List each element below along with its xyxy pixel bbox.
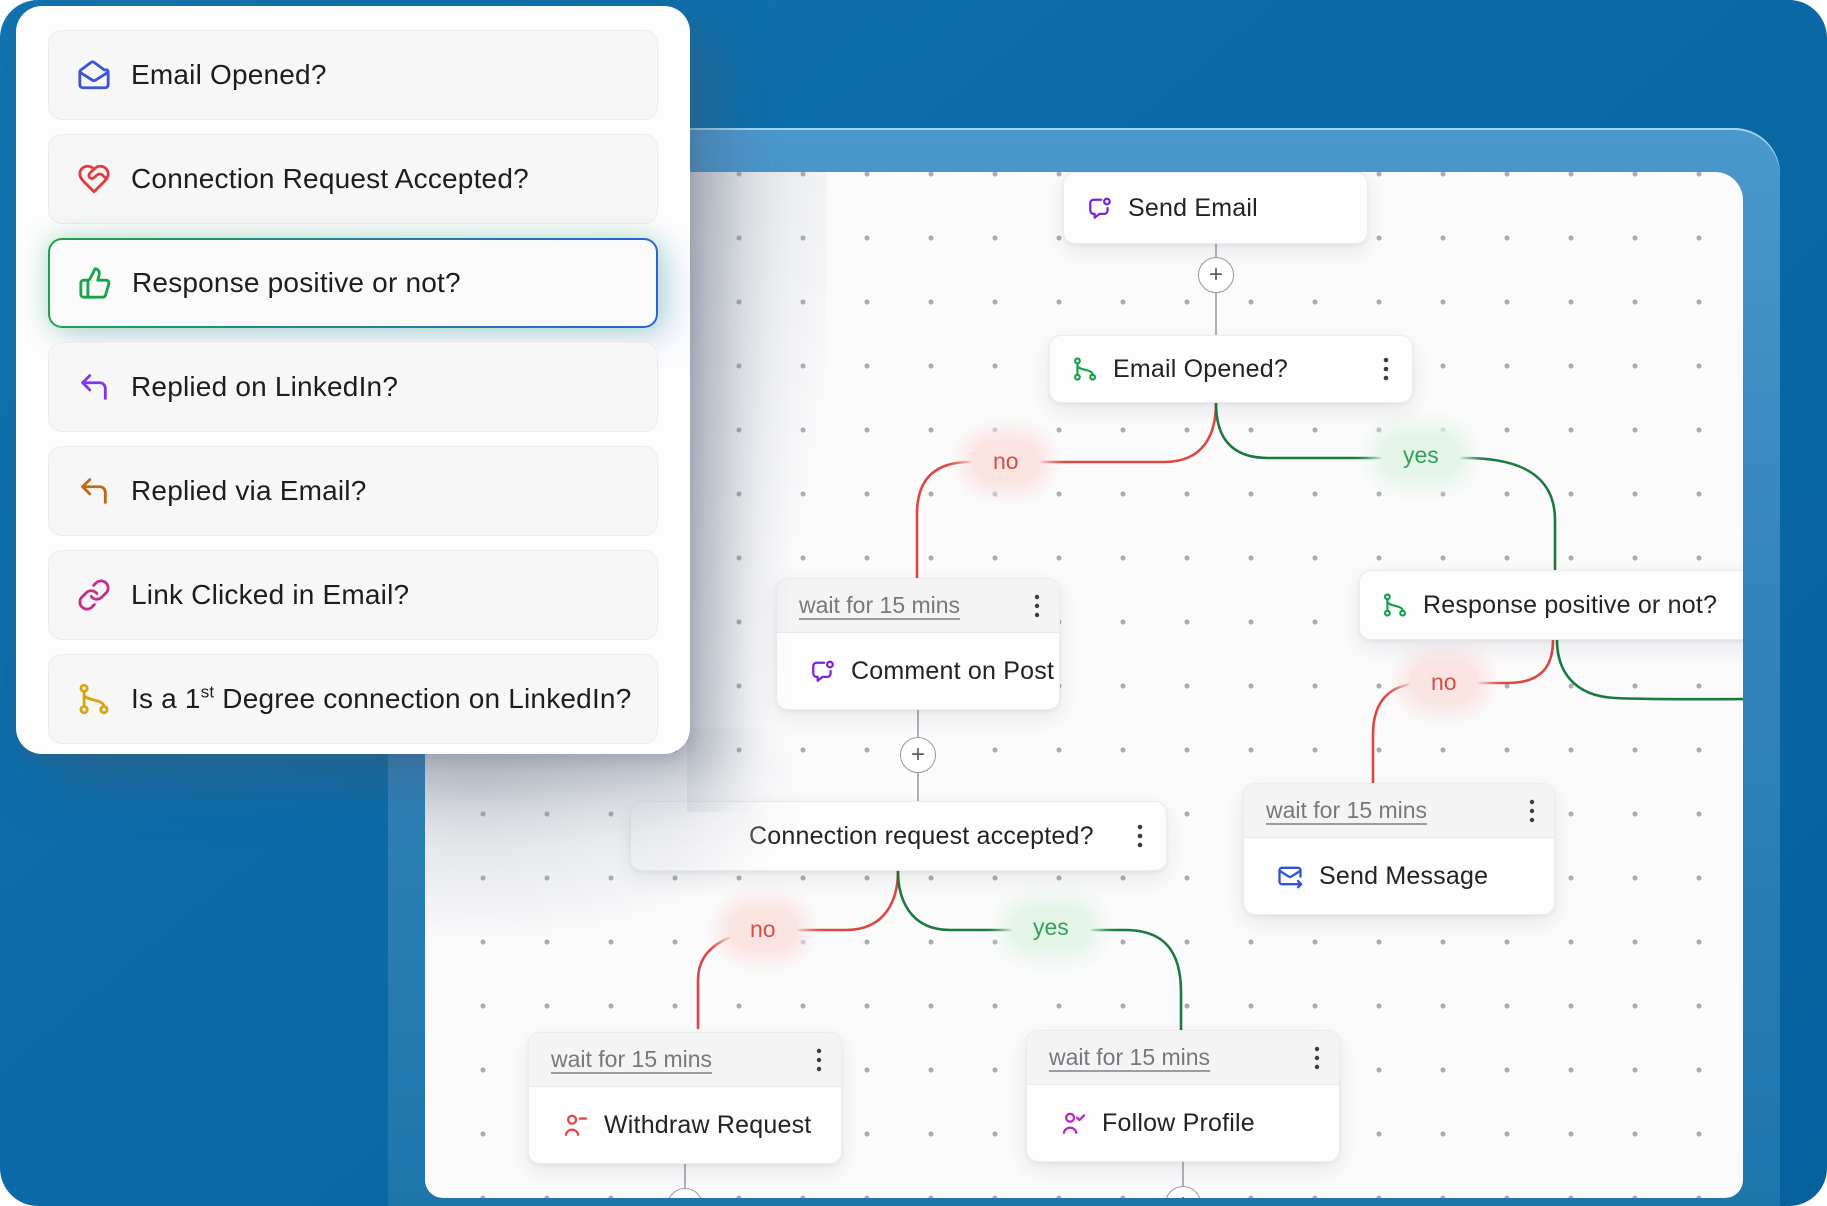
node-send-email[interactable]: Send Email <box>1063 172 1368 244</box>
panel-shadow-overlay <box>631 802 771 870</box>
condition-picker-panel: Email Opened? Connection Request Accepte… <box>16 6 690 754</box>
wait-header: wait for 15 mins <box>777 579 1059 633</box>
wait-header: wait for 15 mins <box>529 1033 841 1087</box>
kebab-menu-icon[interactable] <box>1382 355 1390 383</box>
sidebar-item-label: Connection Request Accepted? <box>131 163 529 194</box>
node-label: Follow Profile <box>1102 1108 1255 1137</box>
node-label: Email Opened? <box>1113 354 1288 383</box>
sidebar-item-link-clicked[interactable]: Link Clicked in Email? <box>48 550 658 640</box>
wait-duration-link[interactable]: wait for 15 mins <box>1266 797 1428 823</box>
sidebar-item-response-positive[interactable]: Response positive or not? <box>48 238 658 328</box>
node-comment-on-post[interactable]: wait for 15 mins Comment on Post <box>776 578 1060 710</box>
node-label: Response positive or not? <box>1423 590 1718 619</box>
node-withdraw-request[interactable]: wait for 15 mins Withdraw Request <box>528 1032 842 1164</box>
node-label: Send Email <box>1128 193 1258 222</box>
sidebar-item-connection-request-accepted[interactable]: Connection Request Accepted? <box>48 134 658 224</box>
node-connection-request-accepted[interactable]: Connection request accepted? <box>630 801 1167 871</box>
wait-duration-link[interactable]: wait for 15 mins <box>551 1046 713 1072</box>
add-step-button[interactable]: + <box>1198 257 1234 293</box>
kebab-menu-icon[interactable] <box>1136 822 1144 850</box>
link-icon <box>78 579 110 611</box>
node-response-positive[interactable]: Response positive or not? <box>1359 570 1743 640</box>
branch-icon <box>79 683 109 715</box>
sidebar-item-first-degree-connection[interactable]: Is a 1st Degree connection on LinkedIn? <box>48 654 658 744</box>
branch-icon <box>1073 357 1097 381</box>
branch-label-no: no <box>728 908 798 951</box>
sidebar-item-label: Is a 1st Degree connection on LinkedIn? <box>131 682 632 714</box>
branch-label-yes: yes <box>1381 434 1461 477</box>
reply-arrow-icon <box>81 374 107 400</box>
branch-label-no: no <box>971 440 1041 483</box>
branch-label-yes: yes <box>1011 906 1091 949</box>
kebab-menu-icon[interactable] <box>1528 798 1536 824</box>
sidebar-item-email-opened[interactable]: Email Opened? <box>48 30 658 120</box>
node-label: Send Message <box>1319 861 1489 890</box>
person-check-icon <box>1062 1112 1086 1134</box>
branch-icon <box>1383 593 1407 617</box>
node-label: Connection request accepted? <box>749 821 1094 850</box>
sidebar-item-label: Email Opened? <box>131 59 327 90</box>
node-label: Withdraw Request <box>604 1110 812 1139</box>
sidebar-item-replied-on-linkedin[interactable]: Replied on LinkedIn? <box>48 342 658 432</box>
node-send-message[interactable]: wait for 15 mins Send Message <box>1243 783 1555 915</box>
wait-header: wait for 15 mins <box>1027 1031 1339 1085</box>
kebab-menu-icon[interactable] <box>1313 1045 1321 1071</box>
mail-open-icon <box>78 60 110 90</box>
heart-handshake-icon <box>78 164 110 194</box>
reply-arrow-icon <box>81 478 107 504</box>
mail-send-icon <box>1278 866 1303 889</box>
wait-duration-link[interactable]: wait for 15 mins <box>799 592 961 618</box>
sidebar-item-replied-via-email[interactable]: Replied via Email? <box>48 446 658 536</box>
chat-bubble-icon <box>1089 197 1111 219</box>
sidebar-item-label: Response positive or not? <box>132 267 461 298</box>
sidebar-item-label: Replied via Email? <box>131 475 367 506</box>
node-email-opened[interactable]: Email Opened? <box>1049 335 1413 403</box>
sidebar-item-label: Replied on LinkedIn? <box>131 371 399 402</box>
branch-label-no: no <box>1409 661 1479 704</box>
wait-duration-link[interactable]: wait for 15 mins <box>1049 1044 1211 1070</box>
thumbs-up-icon <box>79 267 111 299</box>
chat-bubble-icon <box>812 660 834 682</box>
wait-header: wait for 15 mins <box>1244 784 1554 838</box>
node-follow-profile[interactable]: wait for 15 mins Follow Profile <box>1026 1030 1340 1162</box>
add-step-button[interactable]: + <box>900 737 936 773</box>
sidebar-item-label: Link Clicked in Email? <box>131 579 410 610</box>
kebab-menu-icon[interactable] <box>1033 593 1041 619</box>
kebab-menu-icon[interactable] <box>815 1047 823 1073</box>
node-label: Comment on Post <box>851 656 1055 685</box>
person-minus-icon <box>564 1114 588 1136</box>
